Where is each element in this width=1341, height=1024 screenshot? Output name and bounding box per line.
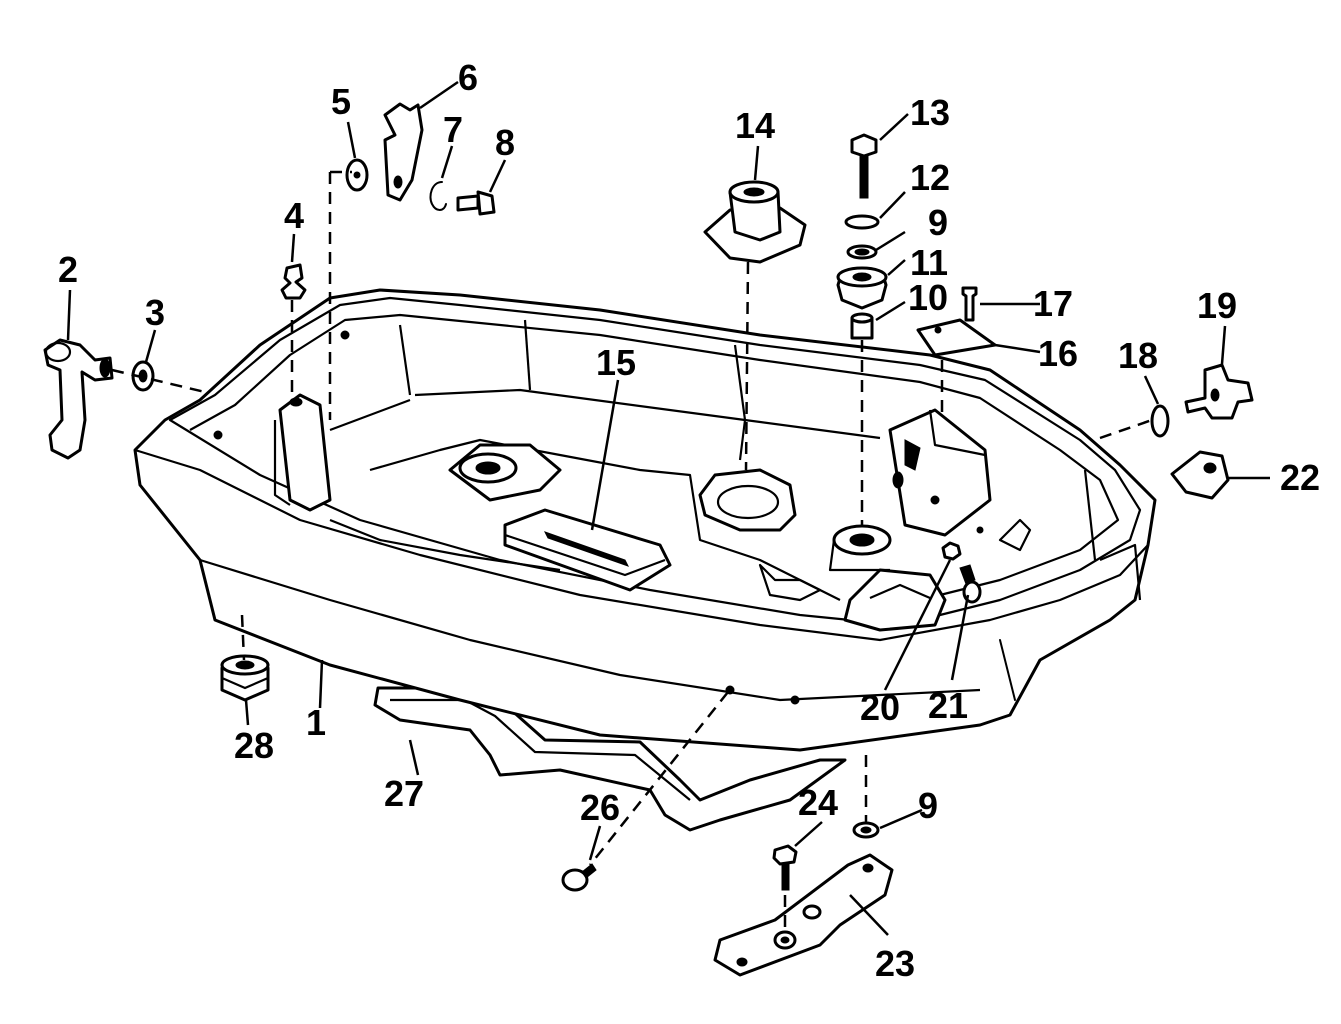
part-17-screw	[961, 286, 978, 322]
part-5-washer	[345, 158, 369, 192]
part-16-plate	[916, 318, 997, 357]
callout-28: 28	[234, 725, 274, 766]
callout-6: 6	[458, 57, 478, 98]
callout-9-bottom: 9	[918, 785, 938, 826]
callout-8: 8	[495, 122, 515, 163]
part-14-grommet	[703, 180, 807, 264]
callout-20: 20	[860, 687, 900, 728]
part-26-rivet	[561, 863, 597, 892]
part-13-bolt	[850, 133, 878, 199]
part-10-sleeve	[850, 312, 874, 340]
callout-24: 24	[798, 782, 838, 823]
callout-14: 14	[735, 105, 775, 146]
callout-4: 4	[284, 195, 304, 236]
part-2-lever	[43, 338, 114, 460]
part-15-pad	[503, 508, 672, 592]
callout-23: 23	[875, 943, 915, 984]
leader-lines	[66, 80, 1270, 936]
callout-16: 16	[1038, 333, 1078, 374]
callout-7: 7	[443, 109, 463, 150]
part-22-clip	[1170, 450, 1230, 500]
part-9-washer-bottom	[852, 821, 880, 839]
part-8-screw	[456, 190, 496, 216]
part-20-nut	[941, 541, 962, 561]
part-1-lower-cover	[133, 288, 1157, 752]
callout-9-top: 9	[928, 202, 948, 243]
part-19-fitting	[1184, 363, 1254, 420]
callout-15: 15	[596, 342, 636, 383]
part-28-grommet	[220, 654, 270, 702]
callout-19: 19	[1197, 285, 1237, 326]
part-24-bolt	[772, 844, 798, 891]
callout-27: 27	[384, 773, 424, 814]
part-12-washer	[844, 214, 880, 230]
part-23-bracket	[713, 853, 894, 977]
callout-26: 26	[580, 787, 620, 828]
part-27-seal	[373, 686, 847, 832]
callout-10: 10	[908, 277, 948, 318]
callout-1: 1	[306, 702, 326, 743]
callout-17: 17	[1033, 283, 1073, 324]
part-4-fitting	[280, 263, 307, 300]
callout-22: 22	[1280, 457, 1320, 498]
callout-13: 13	[910, 92, 950, 133]
assembly-lines	[111, 170, 1153, 935]
callout-12: 12	[910, 157, 950, 198]
part-18-washer	[1150, 404, 1170, 438]
callout-numbers: 1 2 3 4 5 6 7 8 9 9 10 11 12 13 14 15 16…	[58, 57, 1320, 984]
callout-3: 3	[145, 292, 165, 333]
callout-11: 11	[910, 242, 948, 283]
callout-2: 2	[58, 249, 78, 290]
callout-21: 21	[928, 685, 968, 726]
callout-5: 5	[331, 81, 351, 122]
part-6-latch	[383, 102, 424, 202]
callout-18: 18	[1118, 335, 1158, 376]
part-9-washer-top	[846, 244, 878, 260]
part-11-mount	[836, 266, 888, 310]
part-7-clip	[429, 181, 447, 211]
